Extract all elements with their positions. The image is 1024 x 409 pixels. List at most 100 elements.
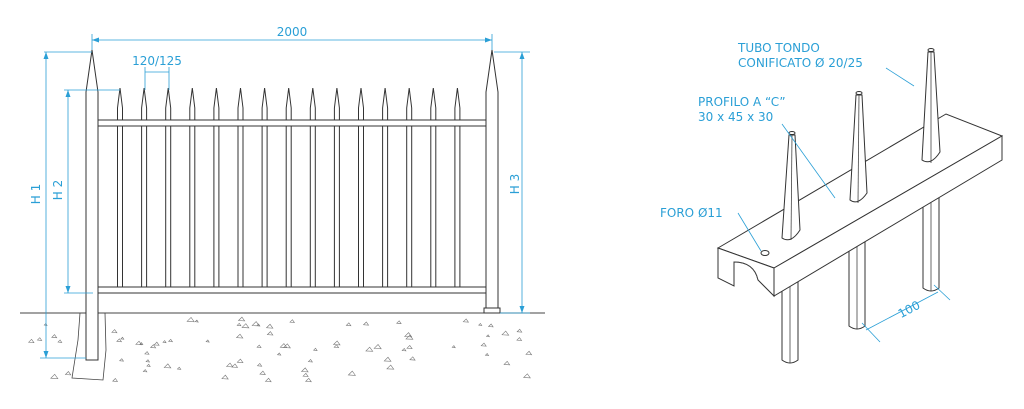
- width-dimension: 2000: [277, 25, 308, 39]
- pebble: [225, 362, 234, 368]
- pebble: [307, 358, 313, 363]
- detail-isometric: 100 TUBO TONDO CONIFICATO Ø 20/25 PROFIL…: [660, 41, 1004, 364]
- pebble: [259, 370, 266, 375]
- pebble: [516, 328, 523, 333]
- picket: [454, 87, 461, 293]
- pebble: [64, 371, 72, 376]
- pebble: [205, 339, 210, 343]
- picket: [309, 87, 316, 293]
- picket: [285, 87, 292, 293]
- picket: [333, 87, 340, 293]
- pebble: [302, 372, 309, 377]
- pebble: [462, 318, 470, 323]
- pebble: [405, 334, 414, 340]
- pebble: [289, 319, 295, 323]
- pebble: [347, 370, 356, 376]
- pebble: [135, 340, 143, 346]
- pebble: [525, 350, 533, 356]
- ground-texture: [27, 316, 533, 383]
- pebble: [451, 345, 456, 349]
- h3-dimension: H 3: [508, 174, 522, 194]
- tube-upper-parts: [781, 48, 941, 241]
- tube-label-line2: CONIFICATO Ø 20/25: [738, 56, 863, 70]
- pebble: [406, 344, 413, 350]
- pebble: [503, 360, 511, 366]
- pebble: [51, 334, 58, 339]
- pebble: [149, 344, 157, 349]
- pebble: [168, 338, 174, 343]
- pebble: [333, 344, 340, 349]
- top-rail: [92, 119, 489, 127]
- pebble: [36, 337, 43, 341]
- pebble: [235, 333, 244, 339]
- profile-label-line2: 30 x 45 x 30: [698, 110, 773, 124]
- pebble: [162, 340, 167, 344]
- pebble: [305, 377, 312, 383]
- pebble: [256, 362, 263, 367]
- pebble: [300, 367, 309, 373]
- pebble: [186, 316, 195, 323]
- pebble: [332, 340, 341, 346]
- pebble: [57, 339, 63, 343]
- pebble: [237, 316, 246, 322]
- pebble: [383, 356, 392, 362]
- pebble: [236, 322, 242, 327]
- pebble: [144, 351, 150, 355]
- pebble: [485, 334, 490, 338]
- spacing-dimension: 120/125: [132, 54, 182, 68]
- pebble: [256, 344, 262, 349]
- pebble: [386, 364, 395, 370]
- picket: [213, 87, 220, 293]
- picket: [382, 87, 389, 293]
- picket: [261, 87, 268, 293]
- pebble: [312, 347, 318, 351]
- pebble: [266, 331, 274, 336]
- pebble: [145, 359, 151, 363]
- pickets: [117, 87, 461, 293]
- picket: [117, 87, 123, 293]
- pebble: [484, 353, 490, 357]
- pebble: [194, 319, 199, 323]
- pebble: [221, 374, 229, 380]
- pebble: [265, 323, 274, 329]
- pebble: [480, 342, 487, 347]
- pebble: [362, 321, 370, 326]
- pebble: [236, 358, 244, 363]
- pebble: [50, 373, 59, 379]
- pebble: [523, 373, 531, 379]
- h1-dimension: H 1: [29, 184, 43, 204]
- left-post: [85, 49, 99, 361]
- pebble: [163, 363, 172, 369]
- pebble: [120, 336, 125, 340]
- bottom-rail: [92, 286, 489, 294]
- pebble: [276, 352, 282, 356]
- pebble: [373, 344, 382, 350]
- picket: [141, 87, 148, 293]
- pebble: [111, 329, 118, 334]
- picket: [165, 87, 172, 293]
- picket: [406, 87, 413, 293]
- right-post: [485, 49, 499, 314]
- right-post-base: [483, 307, 501, 314]
- hole-label: FORO Ø11: [660, 206, 723, 220]
- pebble: [501, 330, 510, 336]
- pebble: [516, 337, 523, 341]
- pebble: [409, 356, 416, 361]
- pebble: [231, 363, 239, 368]
- pebble: [396, 320, 402, 324]
- pebble: [241, 323, 250, 329]
- h2-dimension: H 2: [51, 180, 65, 200]
- pebble: [176, 366, 182, 370]
- fence-elevation: 2000 120/125 H 1 H 2 H 3: [20, 25, 545, 383]
- hole: [760, 250, 770, 256]
- profile-label-line1: PROFILO A “C”: [698, 95, 786, 109]
- pebble: [365, 346, 374, 352]
- pebble: [142, 369, 148, 373]
- picket: [237, 87, 244, 293]
- pebble: [153, 341, 160, 346]
- pebble: [282, 343, 291, 349]
- pebble: [478, 322, 483, 326]
- pebble: [116, 338, 123, 343]
- pitch-dimension: 100: [896, 298, 923, 321]
